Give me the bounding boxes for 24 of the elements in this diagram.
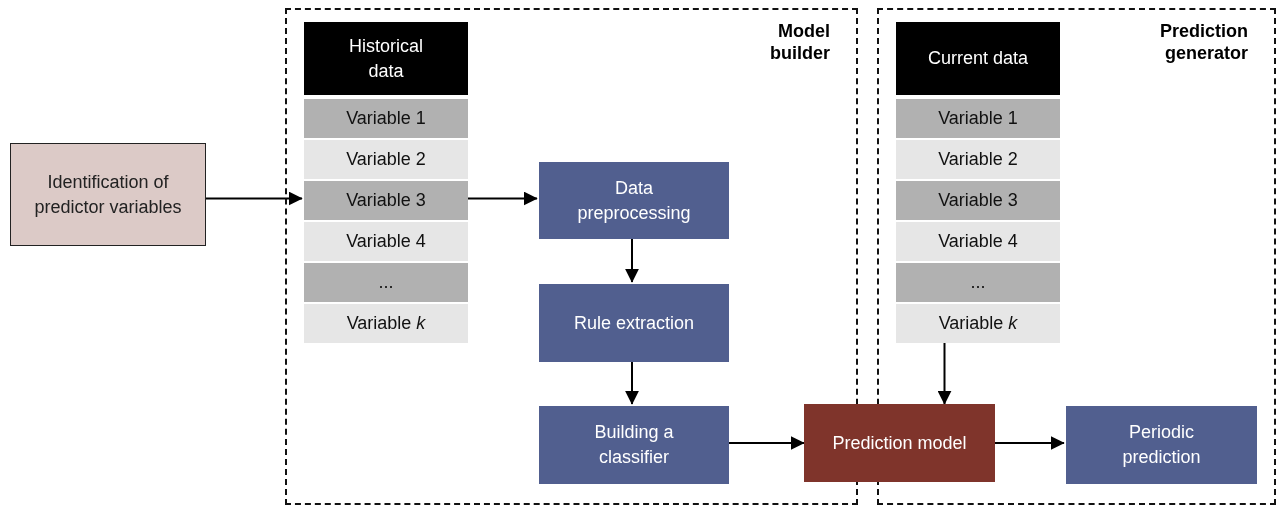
table-row: Variable 2 bbox=[304, 140, 468, 179]
table-row: Variable 2 bbox=[896, 140, 1060, 179]
table-row: Variable 1 bbox=[304, 99, 468, 138]
process-box: Periodic prediction bbox=[1066, 406, 1257, 484]
process-box: Data preprocessing bbox=[539, 162, 729, 239]
table-row: Variable 4 bbox=[304, 222, 468, 261]
process-box: Building a classifier bbox=[539, 406, 729, 484]
group-title: Prediction generator bbox=[1159, 20, 1248, 64]
table-header: Historical data bbox=[304, 22, 468, 95]
process-box: Rule extraction bbox=[539, 284, 729, 362]
table-row: Variable 3 bbox=[304, 181, 468, 220]
table-header: Current data bbox=[896, 22, 1060, 95]
process-box: Identification of predictor variables bbox=[10, 143, 206, 246]
table-row: Variable k bbox=[304, 304, 468, 343]
table-row: ... bbox=[304, 263, 468, 302]
table-row: Variable k bbox=[896, 304, 1060, 343]
arrow bbox=[205, 191, 303, 206]
model-box: Prediction model bbox=[804, 404, 995, 482]
group-title: Model builder bbox=[769, 20, 830, 64]
table-row: Variable 4 bbox=[896, 222, 1060, 261]
table-row: Variable 3 bbox=[896, 181, 1060, 220]
table-row: ... bbox=[896, 263, 1060, 302]
arrow bbox=[994, 436, 1065, 450]
table-row: Variable 1 bbox=[896, 99, 1060, 138]
